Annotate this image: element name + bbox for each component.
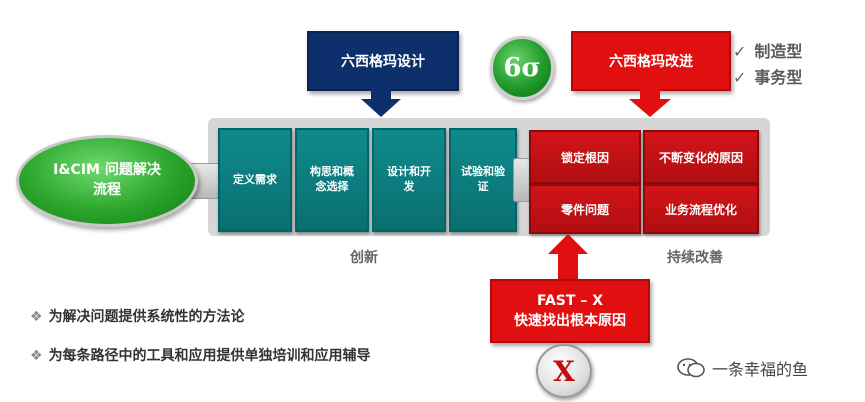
step-test-validation: 试验和验证 — [449, 128, 517, 232]
cell-part-problem: 零件问题 — [529, 184, 641, 234]
continuous-improvement-caption: 持续改善 — [667, 250, 723, 266]
check-item-manufacturing: ✓制造型 — [733, 42, 803, 61]
fast-x-box: FAST – X 快速找出根本原因 — [490, 279, 650, 343]
six-sigma-design-box: 六西格玛设计 — [307, 31, 459, 91]
diamond-bullet-icon: ❖ — [30, 309, 43, 325]
cell-lock-root-cause: 锁定根因 — [529, 130, 641, 184]
fast-x-subtitle: 快速找出根本原因 — [514, 313, 626, 329]
improve-down-arrow-icon — [629, 87, 671, 117]
bullet-item-methodology: ❖为解决问题提供系统性的方法论 — [30, 309, 245, 325]
step-define-requirements: 定义需求 — [218, 128, 292, 232]
check-icon: ✓ — [733, 42, 747, 61]
x-badge-icon: X — [536, 344, 592, 398]
wechat-icon — [677, 358, 705, 378]
watermark-text: 一条幸福的鱼 — [712, 360, 809, 379]
bullet-item-training: ❖为每条路径中的工具和应用提供单独培训和应用辅导 — [30, 348, 371, 364]
ellipse-line-2: 流程 — [93, 182, 121, 198]
six-sigma-design-label: 六西格玛设计 — [341, 54, 425, 70]
six-sigma-improve-label: 六西格玛改进 — [609, 54, 693, 70]
six-sigma-badge-icon: 6σ — [490, 36, 554, 100]
fast-up-arrow-icon — [548, 234, 588, 279]
check-icon: ✓ — [733, 68, 747, 87]
six-sigma-improve-box: 六西格玛改进 — [571, 31, 731, 91]
fast-x-title: FAST – X — [537, 292, 603, 309]
watermark: 一条幸福的鱼 — [676, 356, 808, 380]
problem-solving-process-ellipse: I&CIM 问题解决 流程 — [16, 135, 198, 227]
step-concept-selection: 构思和概念选择 — [295, 128, 369, 232]
six-sigma-symbol: 6σ — [503, 53, 541, 83]
check-item-transactional: ✓事务型 — [733, 68, 803, 87]
diamond-bullet-icon: ❖ — [30, 348, 43, 364]
step-design-development: 设计和开发 — [372, 128, 446, 232]
ellipse-line-1: I&CIM 问题解决 — [53, 162, 161, 179]
innovation-caption: 创新 — [350, 250, 378, 266]
cell-business-process-optimization: 业务流程优化 — [643, 184, 759, 234]
design-down-arrow-icon — [361, 87, 401, 117]
cell-changing-causes: 不断变化的原因 — [643, 130, 759, 184]
